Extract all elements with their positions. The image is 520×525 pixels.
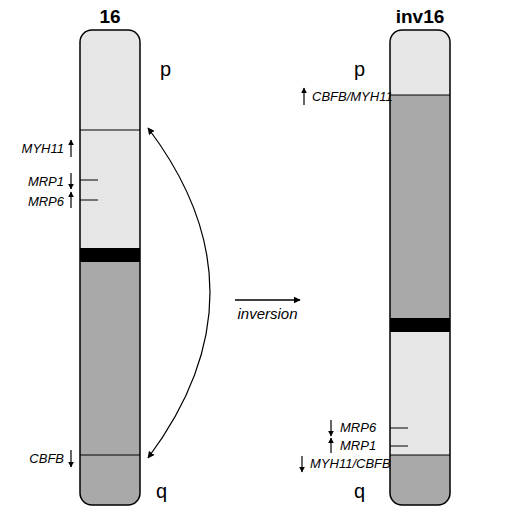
chromosome-bands: [80, 30, 140, 505]
chromosome-outline: [80, 30, 140, 505]
centromere: [80, 248, 140, 262]
chromosome-name: 16: [99, 6, 120, 28]
q-arm: [80, 262, 140, 505]
inverted-segment: [390, 332, 450, 455]
chromosome-outline: [390, 30, 450, 505]
chromosome: 16: [10, 2, 235, 512]
arm-label: p: [354, 58, 365, 80]
breakpoint-line: [80, 454, 140, 455]
orientation-arrow: [70, 192, 71, 208]
arm-label: p: [160, 58, 171, 80]
orientation-arrow: [70, 450, 71, 467]
inversion-curve: [148, 128, 210, 458]
gene-label: CBFB/MYH11: [312, 89, 393, 104]
chromosome-name: inv16: [396, 6, 445, 28]
gene-label: MRP1: [340, 438, 376, 453]
arm-label: q: [156, 480, 167, 502]
orientation-arrow: [303, 88, 304, 105]
breakpoint-line: [390, 454, 450, 455]
gene-tick: [390, 428, 408, 429]
orientation-arrow: [70, 140, 71, 157]
edge-label: inversion: [237, 305, 297, 322]
p-arm: [80, 30, 140, 248]
gene-tick: [390, 446, 408, 447]
orientation-arrow: [301, 456, 302, 472]
inverted-segment: [390, 95, 450, 318]
chromosome-bands: [390, 30, 450, 505]
centromere: [390, 318, 450, 332]
breakpoint-line: [80, 129, 140, 130]
gene-label: CBFB: [29, 451, 64, 466]
orientation-arrow: [330, 420, 331, 436]
gene-label: MRP1: [28, 174, 64, 189]
gene-tick: [80, 200, 98, 201]
q-arm-distal: [390, 455, 450, 505]
gene-label: MYH11: [22, 141, 64, 156]
gene-label: MRP6: [340, 420, 376, 435]
gene-tick: [80, 180, 98, 181]
orientation-arrow: [330, 438, 331, 453]
arm-label: q: [354, 480, 365, 502]
inversion-arrow: [235, 299, 300, 300]
orientation-arrow: [70, 173, 71, 189]
p-arm-distal: [390, 30, 450, 95]
breakpoint-line: [390, 94, 450, 95]
gene-label: MRP6: [28, 194, 64, 209]
chromosome: inv16: [300, 2, 470, 512]
gene-label: MYH11/CBFB: [310, 456, 391, 471]
